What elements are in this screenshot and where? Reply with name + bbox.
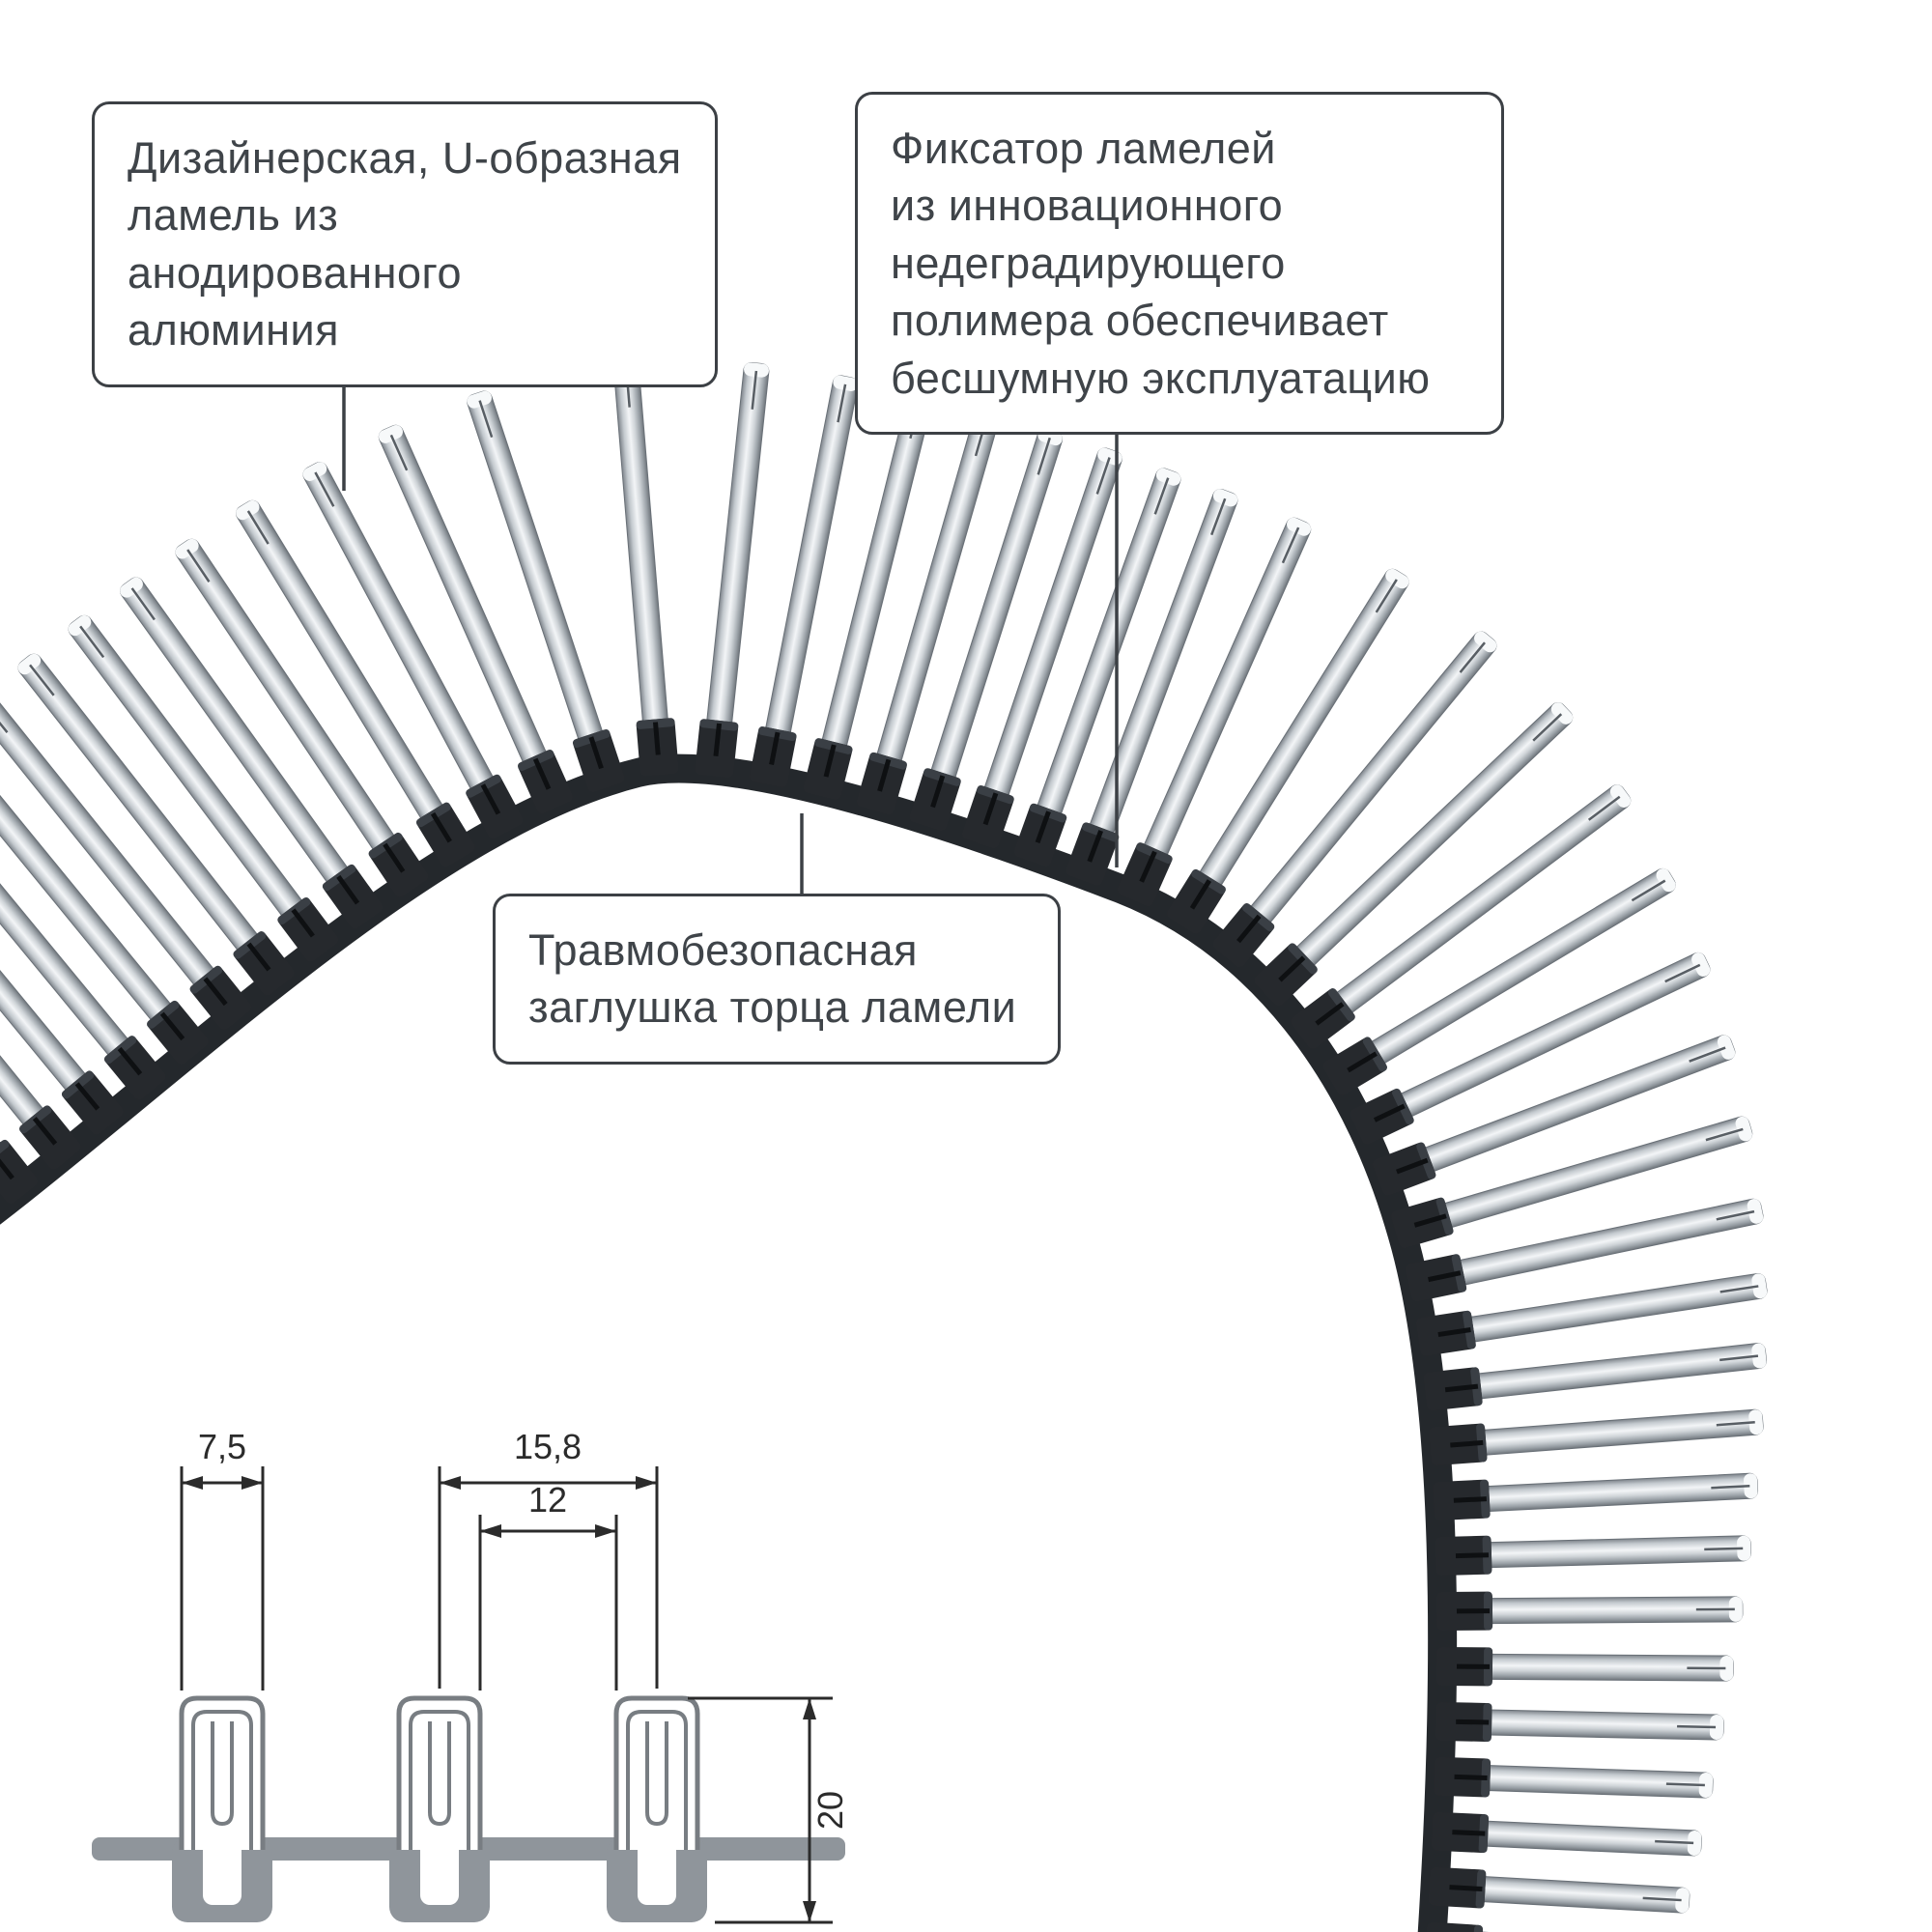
lamella-fixator bbox=[1254, 943, 1318, 1007]
lamella-fixator bbox=[189, 965, 252, 1030]
lamella-fixator bbox=[415, 802, 475, 867]
dim-gap-label: 12 bbox=[528, 1480, 567, 1520]
lamella-fixator bbox=[1212, 902, 1275, 968]
lamella-fixator bbox=[1425, 1921, 1484, 1932]
lamella bbox=[1439, 1272, 1768, 1347]
lamella bbox=[1458, 1709, 1724, 1741]
lamella-fixator bbox=[61, 1070, 124, 1135]
lamella-fixator bbox=[1391, 1197, 1454, 1248]
dimension-lines bbox=[180, 1466, 833, 1924]
lamella bbox=[760, 375, 859, 764]
lamella-fixator bbox=[1435, 1647, 1493, 1687]
lamella bbox=[1451, 1874, 1690, 1914]
lamella-fixator bbox=[1435, 1702, 1492, 1743]
lamella-fixator bbox=[1415, 1310, 1476, 1356]
lamella-fixator bbox=[277, 897, 339, 962]
lamella-fixator bbox=[322, 864, 384, 929]
dim-pitch-label: 15,8 bbox=[514, 1427, 582, 1466]
lamella bbox=[869, 409, 1000, 791]
lamella-fixator bbox=[1013, 803, 1067, 867]
lamella bbox=[467, 390, 611, 768]
lamella-fixator bbox=[909, 768, 961, 832]
lamella-fixator bbox=[1372, 1142, 1436, 1196]
lamella bbox=[1459, 1596, 1744, 1625]
lamella-blades bbox=[0, 359, 1768, 1932]
lamella bbox=[1458, 1535, 1751, 1569]
lamella-fixator bbox=[1429, 1423, 1488, 1466]
lamella-fixator bbox=[1435, 1535, 1492, 1576]
lamella-fixator bbox=[1117, 842, 1173, 907]
lamella-fixator bbox=[233, 931, 295, 996]
lamella bbox=[1028, 468, 1181, 843]
lamella-fixator bbox=[1406, 1254, 1467, 1302]
lamella-fixator bbox=[1435, 1591, 1493, 1631]
dim-height-label: 20 bbox=[810, 1791, 850, 1830]
lamella bbox=[1080, 488, 1238, 862]
lamella-fixator bbox=[1167, 868, 1226, 934]
lamella bbox=[378, 424, 557, 790]
callout-lamella: Дизайнерская, U-образная ламель из аноди… bbox=[92, 101, 718, 387]
lamella-fixator bbox=[19, 1105, 81, 1170]
lamella-fixators bbox=[0, 718, 1493, 1932]
lamella-fixator bbox=[1322, 1037, 1388, 1095]
lamella-fixator bbox=[1065, 822, 1120, 886]
dimension-arrows bbox=[182, 1476, 816, 1922]
lamella bbox=[1133, 517, 1312, 883]
lamella-fixator bbox=[572, 729, 625, 792]
lamella-fixator bbox=[1350, 1088, 1414, 1145]
lamella-fixator bbox=[961, 785, 1014, 849]
lamella-fixator bbox=[803, 738, 853, 800]
lamella-fixator bbox=[466, 774, 524, 839]
lamella bbox=[1452, 1408, 1764, 1458]
lamella-fixator bbox=[1431, 1811, 1490, 1854]
lamella bbox=[1459, 1653, 1734, 1682]
lamella bbox=[1456, 1764, 1714, 1799]
callout-fixator: Фиксатор ламелей из инновационного недег… bbox=[855, 92, 1504, 435]
lamella bbox=[1447, 1343, 1767, 1403]
lamella-fixator bbox=[856, 752, 908, 815]
lamella-fixator bbox=[1433, 1479, 1491, 1520]
lamella-fixator bbox=[147, 1000, 209, 1065]
lamella bbox=[1233, 631, 1497, 945]
lamella-fixator bbox=[749, 726, 797, 787]
lamella bbox=[612, 359, 670, 753]
base-band-slots bbox=[203, 1837, 676, 1905]
lamella-fixator bbox=[0, 1139, 39, 1205]
dimension-labels: 7,5 15,8 12 20 bbox=[198, 1427, 850, 1830]
callout-endcap: Травмобезопасная заглушка торца ламели bbox=[493, 894, 1061, 1065]
lamella-fixator bbox=[1428, 1866, 1487, 1909]
lamella bbox=[703, 361, 770, 754]
lamella-cross-sections bbox=[179, 1695, 700, 1850]
lamella-fixator bbox=[103, 1036, 166, 1100]
lamella bbox=[1454, 1819, 1702, 1857]
lamella-fixator bbox=[1291, 988, 1355, 1049]
lamella-fixator bbox=[368, 832, 429, 897]
lamella bbox=[1374, 952, 1711, 1128]
lamella-fixator bbox=[1434, 1756, 1492, 1798]
dimension-drawing: 7,5 15,8 12 20 bbox=[92, 1427, 850, 1924]
lamella bbox=[1396, 1035, 1736, 1181]
lamella-fixator bbox=[1423, 1367, 1483, 1411]
lamella-fixator bbox=[695, 719, 739, 779]
dim-slat-width-label: 7,5 bbox=[198, 1427, 246, 1466]
lamella-fixator bbox=[636, 718, 679, 777]
lamella-fixator bbox=[517, 750, 573, 814]
lamella bbox=[1456, 1472, 1759, 1514]
lamella bbox=[175, 538, 410, 874]
